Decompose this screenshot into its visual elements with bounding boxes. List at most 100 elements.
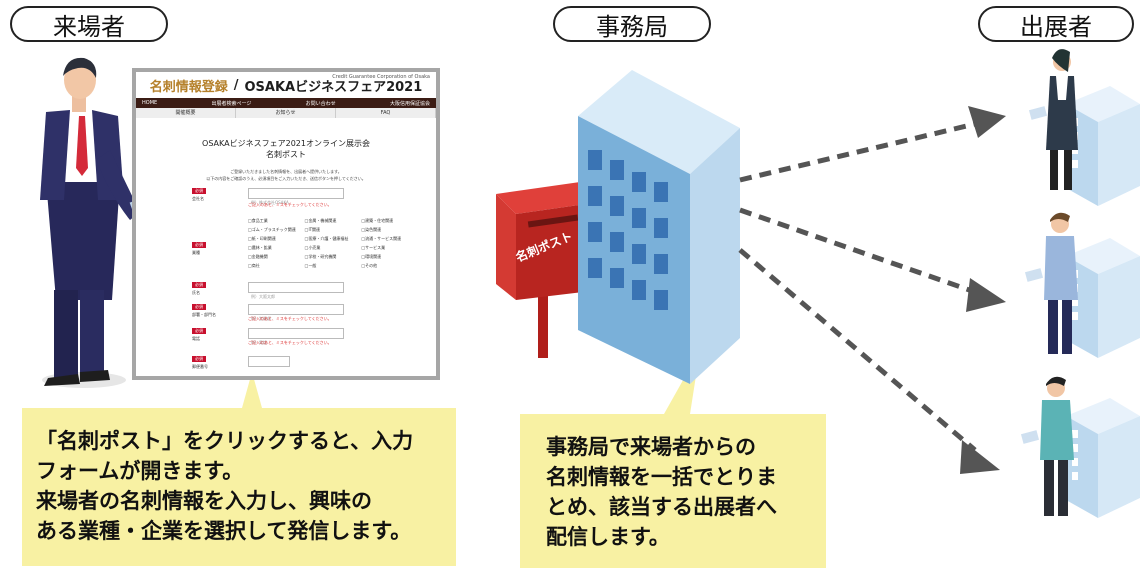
industry-option-label: 農林・鉱業 (251, 245, 272, 250)
tab-faq[interactable]: FAQ (336, 108, 436, 118)
industry-option-label: 食品工業 (251, 218, 268, 223)
arrowhead-2 (966, 278, 1006, 312)
name-label: 氏名 (192, 290, 200, 295)
checkbox-icon[interactable]: □ (361, 263, 366, 268)
industry-option-label: 医療・介護・健康福祉 (308, 236, 349, 241)
industry-option-label: ゴム・プラスチック関連 (251, 227, 296, 232)
required-badge: 必須 (192, 188, 206, 194)
callout-left-line-3: 来場者の名刺情報を入力し、興味の (36, 489, 372, 513)
nav-home[interactable]: HOME (142, 100, 158, 106)
industry-option[interactable]: □環境関連 (361, 254, 418, 260)
required-badge: 必須 (192, 356, 206, 362)
nav-contact[interactable]: お問い合わせ (305, 100, 336, 107)
industry-option[interactable]: □建築・住宅関連 (361, 218, 418, 224)
industry-option[interactable]: □農林・鉱業 (248, 245, 305, 251)
dept-note: ご記入のあと、ミスをチェックしてください。 (248, 316, 332, 321)
industry-option[interactable]: □金属・機械関連 (305, 218, 362, 224)
form-header-left: 名刺情報登録 (149, 79, 228, 95)
industry-option[interactable]: □商社 (248, 263, 305, 269)
industry-option[interactable]: □サービス業 (361, 245, 418, 251)
callout-right-line-3: とめ、該当する出展者へ (546, 495, 777, 519)
industry-option[interactable]: □流通・サービス関連 (361, 236, 418, 242)
checkbox-icon[interactable]: □ (248, 263, 252, 268)
phone-note: ご記入のあと、ミスをチェックしてください。 (248, 340, 332, 345)
secretariat-explanation-callout: 事務局で来場者からの 名刺情報を一括でとりま とめ、該当する出展者へ 配信します… (520, 414, 826, 568)
industry-option[interactable]: □小売業 (305, 245, 362, 251)
industry-option[interactable]: □学校・研究機関 (305, 254, 362, 260)
industry-option[interactable]: □ゴム・プラスチック関連 (248, 227, 305, 233)
industry-option[interactable]: □染色関連 (361, 227, 418, 233)
industry-option-label: 環境関連 (365, 254, 382, 259)
form-header-sub: Credit Guarantee Corporation of Osaka (332, 74, 430, 80)
checkbox-icon[interactable]: □ (304, 245, 309, 250)
visitor-explanation-callout: 「名刺ポスト」をクリックすると、入力 フォームが開きます。 来場者の名刺情報を入… (22, 408, 456, 566)
checkbox-icon[interactable]: □ (361, 254, 366, 259)
nav-exhibitor-search[interactable]: 出展者検索ページ (211, 100, 252, 107)
industry-label: 業種 (192, 250, 200, 255)
visitor-label: 来場者 (10, 6, 168, 42)
arrow-to-exhibitor-2 (739, 207, 976, 295)
checkbox-icon[interactable]: □ (248, 245, 252, 250)
dept-label: 部署・部門名 (192, 312, 216, 317)
secretariat-label: 事務局 (553, 6, 711, 42)
checkbox-icon[interactable]: □ (361, 218, 366, 223)
callout-left-line-4: ある業種・企業を選択して発信します。 (36, 519, 412, 543)
industry-option[interactable]: □食品工業 (248, 218, 305, 224)
office-building-figure (578, 70, 740, 384)
phone-input[interactable]: 例）電話 (248, 328, 344, 345)
dept-input[interactable]: 例）営業部 (248, 304, 344, 321)
form-desc-line2: 以下の内容をご確認のうえ、必須項目をご入力いただき、送信ボタンを押してください。 (206, 176, 366, 181)
exhibitor-label: 出展者 (978, 6, 1134, 42)
exhibitor-person-1 (1028, 49, 1078, 190)
industry-option[interactable]: □一般 (305, 263, 362, 269)
company-input[interactable]: 例）株式会社OSAKA (248, 188, 344, 205)
industry-option-label: 金属・機械関連 (308, 218, 337, 223)
delivery-arrows (738, 121, 977, 452)
postal-label: 郵便番号 (192, 364, 208, 369)
industry-option[interactable]: □その他 (361, 263, 418, 269)
visitor-label-text: 来場者 (53, 12, 125, 41)
form-title-line1: OSAKAビジネスフェア2021オンライン展示会 (202, 139, 370, 148)
required-badge: 必須 (192, 304, 206, 310)
checkbox-icon[interactable]: □ (304, 218, 309, 223)
form-title: OSAKAビジネスフェア2021オンライン展示会 名刺ポスト (136, 138, 436, 160)
checkbox-icon[interactable]: □ (248, 218, 252, 223)
industry-option-label: 染色関連 (365, 227, 382, 232)
callout-right-line-4: 配信します。 (546, 525, 670, 549)
exhibitor-label-text: 出展者 (1020, 12, 1092, 41)
arrowhead-3 (960, 440, 1000, 474)
checkbox-icon[interactable]: □ (248, 236, 252, 241)
checkbox-icon[interactable]: □ (304, 227, 309, 232)
business-card-form-screenshot[interactable]: 名刺情報登録 / OSAKAビジネスフェア2021 Credit Guarant… (132, 68, 440, 380)
checkbox-icon[interactable]: □ (304, 236, 309, 241)
checkbox-icon[interactable]: □ (248, 227, 252, 232)
tab-news[interactable]: お知らせ (236, 108, 336, 118)
checkbox-icon[interactable]: □ (248, 254, 252, 259)
industry-option[interactable]: □紙・印刷関連 (248, 236, 305, 242)
form-desc-line1: ご登録いただきました名刺情報を、出展者へ提供いたします。 (230, 169, 342, 174)
checkbox-icon[interactable]: □ (361, 227, 366, 232)
name-input[interactable]: 例）大阪太郎 (248, 282, 344, 299)
checkbox-icon[interactable]: □ (361, 245, 366, 250)
postal-input[interactable] (248, 356, 290, 367)
form-tabs: 開催概要 お知らせ FAQ (136, 108, 436, 118)
left-callout-pointer (242, 372, 262, 408)
industry-option-label: 流通・サービス関連 (365, 236, 402, 241)
checkbox-icon[interactable]: □ (304, 263, 309, 268)
industry-option[interactable]: □金融機関 (248, 254, 305, 260)
required-badge: 必須 (192, 282, 206, 288)
tab-overview[interactable]: 開催概要 (136, 108, 236, 118)
nav-org[interactable]: 大阪信用保証協会 (389, 100, 430, 107)
arrow-to-exhibitor-1 (739, 121, 976, 183)
checkbox-icon[interactable]: □ (304, 254, 309, 259)
industry-option-label: 学校・研究機関 (308, 254, 337, 259)
industry-option[interactable]: □IT関連 (305, 227, 362, 233)
industry-option-label: 建築・住宅関連 (365, 218, 394, 223)
callout-left-line-2: フォームが開きます。 (36, 459, 244, 483)
arrowheads (960, 106, 1006, 474)
industry-option[interactable]: □医療・介護・健康福祉 (305, 236, 362, 242)
form-title-line2: 名刺ポスト (266, 150, 306, 159)
secretariat-label-text: 事務局 (596, 12, 668, 41)
checkbox-icon[interactable]: □ (361, 236, 366, 241)
